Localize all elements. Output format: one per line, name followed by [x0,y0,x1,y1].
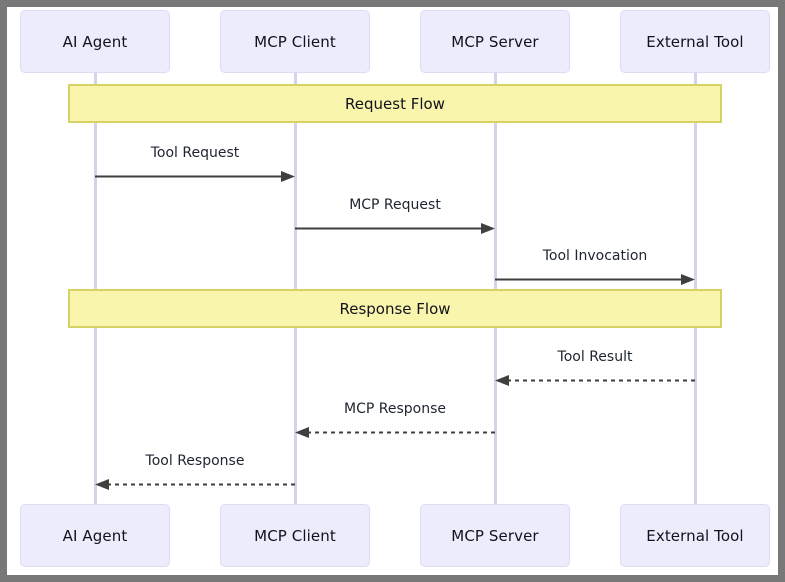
participant-label: MCP Server [451,32,539,51]
message-label-tool-invocation: Tool Invocation [542,248,648,264]
participant-label: AI Agent [62,32,128,51]
participant-label: External Tool [646,526,744,545]
message-arrow-tool-invocation [495,274,695,285]
message-label-mcp-request: MCP Request [349,197,441,213]
participant-bottom-ai-agent[interactable]: AI Agent [20,504,170,567]
participant-label: External Tool [646,32,744,51]
participant-label: MCP Client [254,32,336,51]
sequence-diagram-canvas: AI Agent MCP Client MCP Server External … [7,7,778,575]
participant-bottom-external-tool[interactable]: External Tool [620,504,770,567]
message-arrow-mcp-request [295,223,495,234]
participant-label: MCP Client [254,526,336,545]
participant-bottom-mcp-client[interactable]: MCP Client [220,504,370,567]
note-response-flow: Response Flow [68,289,722,328]
note-request-flow: Request Flow [68,84,722,123]
participant-top-ai-agent[interactable]: AI Agent [20,10,170,73]
message-arrow-tool-result [495,375,695,386]
participant-top-mcp-client[interactable]: MCP Client [220,10,370,73]
message-arrow-tool-response [95,479,295,490]
message-label-tool-result: Tool Result [557,349,633,365]
participant-top-mcp-server[interactable]: MCP Server [420,10,570,73]
message-label-mcp-response: MCP Response [344,401,446,417]
note-label: Response Flow [339,299,451,318]
message-arrow-tool-request [95,171,295,182]
message-label-tool-response: Tool Response [145,453,245,469]
participant-label: MCP Server [451,526,539,545]
message-arrow-mcp-response [295,427,495,438]
participant-label: AI Agent [62,526,128,545]
participant-bottom-mcp-server[interactable]: MCP Server [420,504,570,567]
note-label: Request Flow [345,94,445,113]
participant-top-external-tool[interactable]: External Tool [620,10,770,73]
message-label-tool-request: Tool Request [150,145,240,161]
